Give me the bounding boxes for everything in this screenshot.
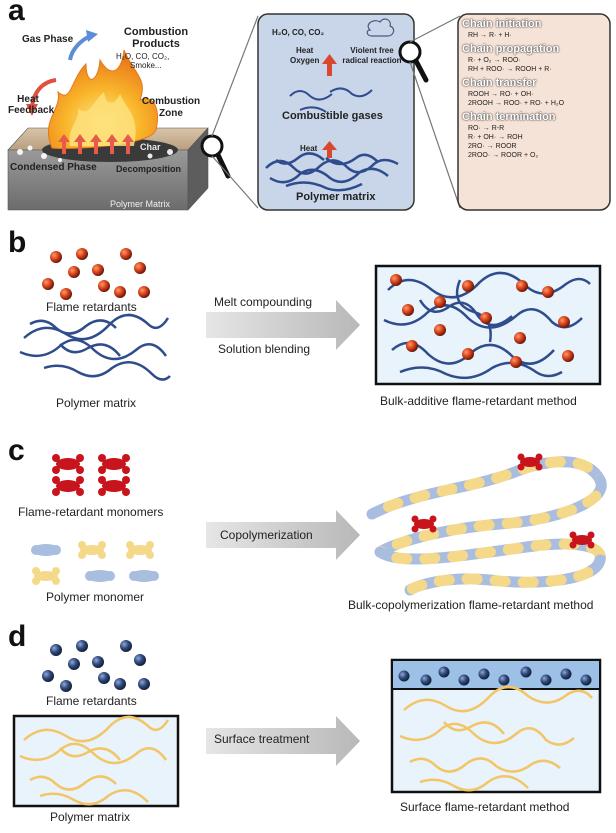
bulk-additive-result-label: Bulk-additive flame-retardant method: [380, 394, 577, 408]
combustion-products-list: H₂O, CO, CO₂,: [116, 52, 170, 61]
combustion-products-more: Smoke...: [130, 61, 162, 70]
chain-propagation-line-1: R· + O₂ → ROO·: [468, 57, 521, 64]
heat-feedback-label: Heat Feedback: [8, 94, 55, 116]
zoom-violent-label: Violent free radical reaction: [342, 46, 402, 65]
copolymerization-label: Copolymerization: [220, 528, 313, 542]
zoom-polymer-matrix-label: Polymer matrix: [296, 191, 376, 203]
melt-compounding-label: Melt compounding: [214, 295, 313, 309]
zoom-gases-top: H₂O, CO, CO₂: [272, 28, 324, 37]
chain-propagation-title: Chain propagation: [462, 43, 560, 55]
chain-termination-line-1: RO· → R-R: [468, 125, 505, 132]
surface-treatment-label: Surface treatment: [214, 732, 310, 746]
chain-initiation-title: Chain initiation: [462, 18, 542, 30]
chain-transfer-title: Chain transfer: [462, 77, 537, 89]
chain-termination-title: Chain termination: [462, 111, 556, 123]
flame-retardant-spheres-b: [42, 248, 150, 300]
panel-letter-c: c: [8, 434, 25, 467]
polymer-matrix-base-label: Polymer Matrix: [110, 199, 171, 209]
panel-letter-d: d: [8, 620, 27, 653]
chain-termination-line-4: 2ROO· → ROOR + O₂: [468, 152, 539, 159]
bulk-copolymerization-result-label: Bulk-copolymerization flame-retardant me…: [348, 598, 594, 612]
panel-letter-b: b: [8, 226, 27, 259]
flame-retardants-label-d: Flame retardants: [46, 694, 137, 708]
zoom-heat2-label: Heat: [300, 144, 318, 153]
chain-propagation-line-2: RH + ROO· → ROOH + R·: [468, 66, 552, 73]
solution-blending-label: Solution blending: [218, 342, 311, 356]
chain-termination-line-3: 2RO· → ROOR: [468, 143, 517, 150]
char-label: Char: [140, 142, 161, 152]
chain-initiation-line: RH → R· + H·: [468, 32, 512, 39]
combustion-zone-label: Combustion Zone: [141, 96, 201, 119]
chain-transfer-line-1: ROOH → RO· + OH·: [468, 91, 534, 98]
decomposition-label: Decomposition: [116, 164, 182, 174]
chem-reactions-box: Chain initiation RH → R· + H· Chain prop…: [462, 18, 608, 161]
polymer-matrix-label-b: Polymer matrix: [56, 396, 137, 410]
chain-termination-line-2: R· + OH· → ROH: [468, 134, 523, 141]
polymer-matrix-label-d: Polymer matrix: [50, 810, 131, 824]
chain-transfer-line-2: 2ROOH → ROO· + RO· + H₂O: [468, 100, 565, 107]
surface-result-label: Surface flame-retardant method: [400, 800, 570, 814]
zoom-combustible-gases-label: Combustible gases: [282, 110, 383, 122]
polymer-monomer-label: Polymer monomer: [46, 590, 145, 604]
zoom-oxygen-label: Oxygen: [290, 56, 320, 65]
condensed-phase-label: Condensed Phase: [10, 162, 97, 173]
gas-phase-label: Gas Phase: [22, 34, 74, 45]
flame-retardants-label-b: Flame retardants: [46, 300, 137, 314]
panel-letter-a: a: [8, 0, 25, 27]
combustion-products-title: Combustion Products: [123, 26, 189, 50]
flame-retardant-monomers-label: Flame-retardant monomers: [18, 505, 164, 519]
zoom-heat-label: Heat: [296, 46, 314, 55]
